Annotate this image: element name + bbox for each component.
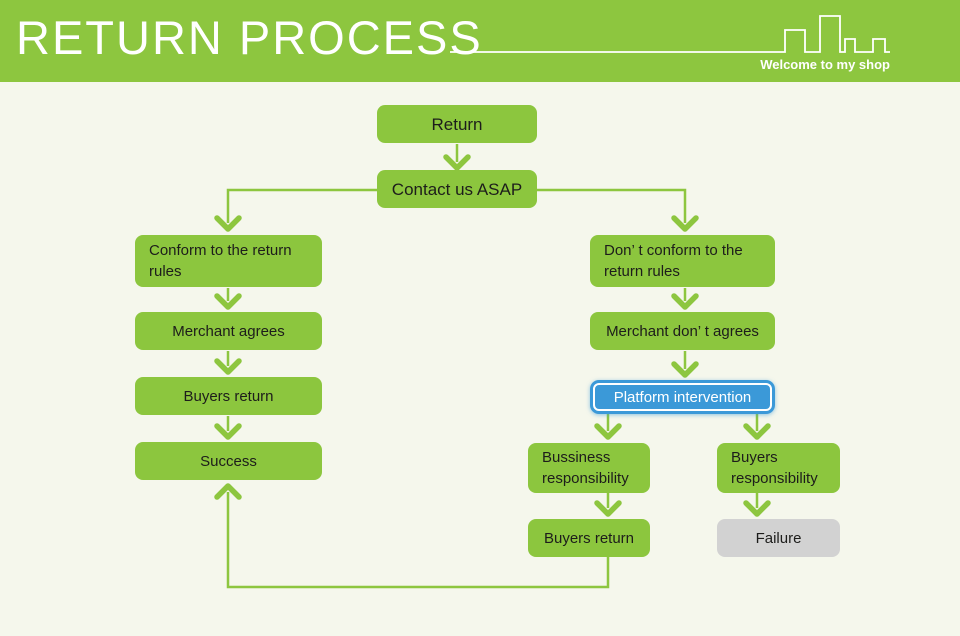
header-banner: RETURN PROCESS Welcome to my shop — [0, 0, 960, 82]
flow-node-conform-rules: Conform to the return rules — [135, 235, 322, 287]
flow-node-business-responsibility: Bussiness responsibility — [528, 443, 650, 493]
arrow-up-icon — [214, 483, 242, 500]
page-title: RETURN PROCESS — [16, 11, 483, 64]
arrow-down-icon — [214, 358, 242, 375]
flow-node-buyers-return-left: Buyers return — [135, 377, 322, 415]
flow-node-buyers-responsibility: Buyers responsibility — [717, 443, 840, 493]
arrow-down-icon — [671, 215, 699, 232]
arrow-down-icon — [214, 215, 242, 232]
arrow-down-icon — [671, 293, 699, 310]
flow-node-merchant-dont-agrees: Merchant don’ t agrees — [590, 312, 775, 350]
flow-node-buyers-return-right: Buyers return — [528, 519, 650, 557]
arrow-down-icon — [743, 423, 771, 440]
arrow-down-icon — [671, 361, 699, 378]
flow-node-success: Success — [135, 442, 322, 480]
arrow-down-icon — [214, 293, 242, 310]
flow-node-merchant-agrees: Merchant agrees — [135, 312, 322, 350]
shop-tagline: Welcome to my shop — [760, 57, 890, 72]
arrow-down-icon — [594, 423, 622, 440]
arrow-down-icon — [594, 500, 622, 517]
arrow-down-icon — [743, 500, 771, 517]
flow-node-contact-us-asap: Contact us ASAP — [377, 170, 537, 208]
flow-node-failure: Failure — [717, 519, 840, 557]
flow-node-dont-conform-rules: Don’ t conform to the return rules — [590, 235, 775, 287]
flow-node-return: Return — [377, 105, 537, 143]
city-skyline-icon — [450, 15, 890, 53]
flow-node-platform-intervention: Platform intervention — [590, 380, 775, 414]
arrow-down-icon — [443, 154, 471, 171]
arrow-down-icon — [214, 423, 242, 440]
